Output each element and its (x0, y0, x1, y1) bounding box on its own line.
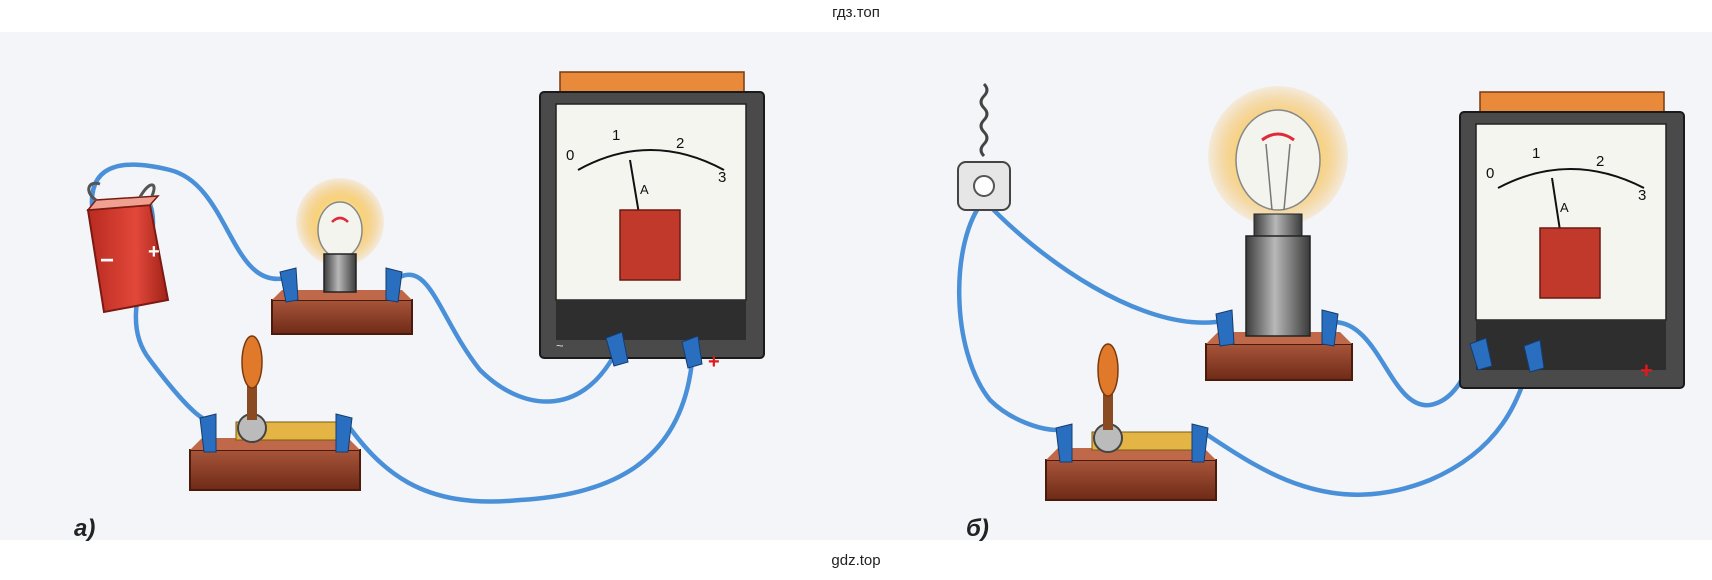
scale-0: 0 (1486, 165, 1494, 182)
wire-battery-to-lamp (89, 162, 289, 282)
scale-3: 3 (1638, 187, 1646, 204)
wire-switch-to-ammeter (341, 359, 695, 504)
scale-1: 1 (1532, 145, 1540, 162)
switch-b (1045, 343, 1217, 501)
lamp-socket (323, 253, 357, 293)
watermark-top: гдз.топ (832, 4, 880, 21)
switch-base (189, 449, 361, 491)
ammeter-mechanism (1539, 227, 1601, 299)
wire-lamp-to-ammeter (395, 272, 619, 404)
switch-terminal-left (199, 413, 217, 453)
lamp-bulb (317, 201, 363, 259)
switch-base (1045, 459, 1217, 501)
lamp-a (271, 178, 413, 335)
power-cord (979, 82, 989, 158)
watermark-bottom: gdz.top (831, 552, 881, 569)
lamp-socket (1245, 235, 1311, 337)
panel-b: 0 1 2 3 A + б) (957, 82, 1685, 542)
wires-a (89, 162, 695, 504)
switch-handle (1097, 343, 1119, 397)
lamp-terminal-right (385, 267, 403, 303)
ammeter-a: 0 1 2 3 A ~ + (539, 71, 765, 373)
scale-0: 0 (566, 147, 574, 164)
battery-plus-sign: + (148, 241, 160, 263)
panel-a: − + (74, 71, 765, 542)
wire-socket-to-lamp (981, 197, 1219, 325)
lamp-base (271, 299, 413, 335)
scale-1: 1 (612, 127, 620, 144)
battery: − + (86, 181, 170, 314)
switch-a (189, 335, 361, 491)
scale-3: 3 (718, 169, 726, 186)
lamp-base (1205, 343, 1353, 381)
ammeter-unit: A (1560, 200, 1569, 215)
switch-terminal-left (1055, 423, 1073, 463)
switch-handle (241, 335, 263, 389)
scale-2: 2 (676, 135, 684, 152)
ammeter-plus-terminal: + (1640, 358, 1653, 383)
socket (957, 82, 1011, 211)
wire-switch-to-ammeter (1197, 357, 1533, 497)
switch-terminal-right (1191, 423, 1209, 463)
switch-terminal-right (335, 413, 353, 453)
panel-label-a: а) (74, 515, 95, 542)
ammeter-mechanism (619, 209, 681, 281)
lamp-b (1205, 86, 1353, 381)
ammeter-b: 0 1 2 3 A + (1459, 91, 1685, 389)
ammeter-plus-terminal: + (708, 351, 720, 373)
ammeter-ac-terminal: ~ (556, 338, 564, 353)
lamp-bulb (1235, 109, 1321, 211)
lamp-terminal-left (1215, 309, 1235, 347)
battery-minus-sign: − (100, 247, 114, 274)
wire-socket-to-switch (957, 197, 1061, 433)
lamp-terminal-left (279, 267, 299, 303)
scale-2: 2 (1596, 153, 1604, 170)
ammeter-unit: A (640, 182, 649, 197)
panel-label-b: б) (966, 515, 989, 542)
lamp-terminal-right (1321, 309, 1339, 347)
